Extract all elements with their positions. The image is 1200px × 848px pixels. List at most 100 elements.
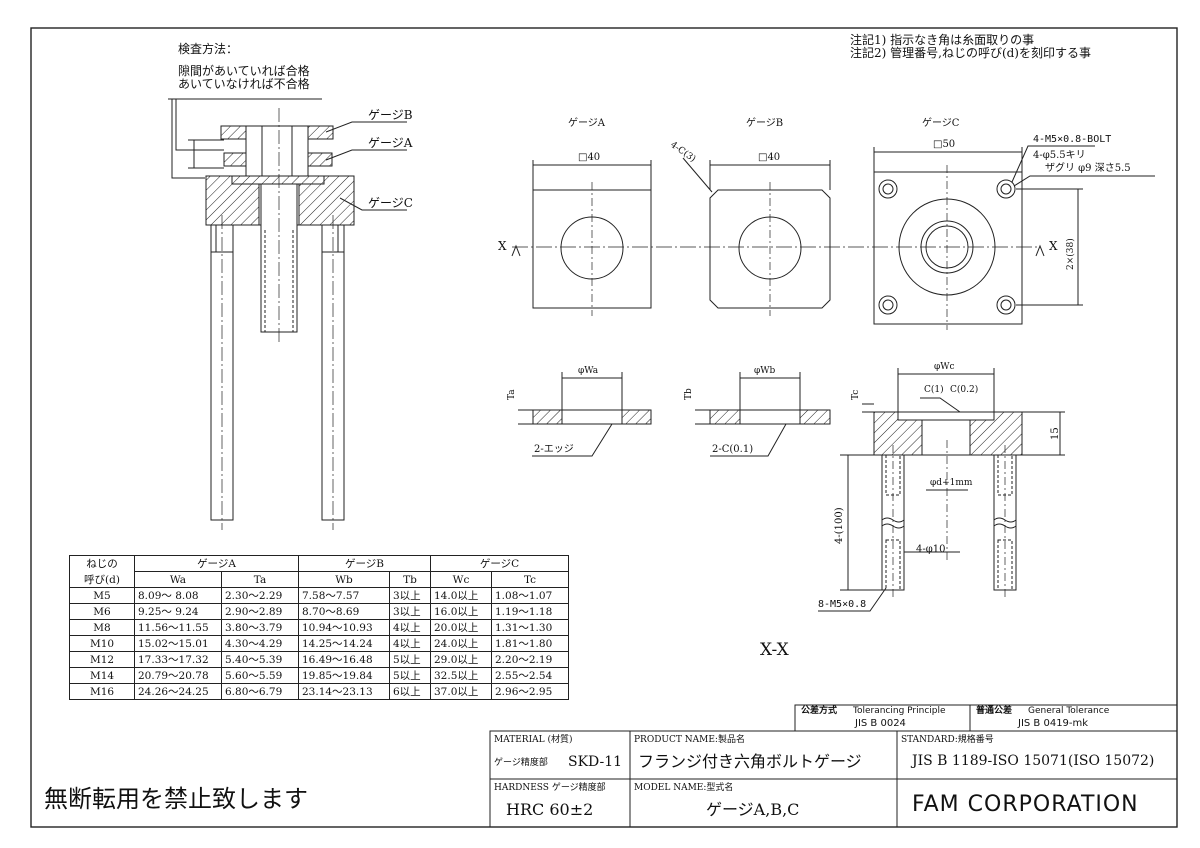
table-cell: 6.80～6.79	[221, 683, 299, 700]
hole-dim: φd+1mm	[930, 478, 973, 488]
label-gauge-a: ゲージA	[368, 136, 413, 150]
gen-tol-value: JIS B 0419-mk	[1018, 718, 1089, 729]
table-cell: 6以上	[389, 683, 431, 700]
pin-length-dim: 4-(100)	[834, 507, 845, 544]
header-thread-2: 呼び(d)	[69, 571, 135, 588]
title-gauge-b: ゲージB	[746, 118, 784, 129]
table-cell: 5以上	[389, 651, 431, 668]
copyright-notice: 無断転用を禁止致します	[44, 785, 308, 813]
table-cell: 5.60～5.59	[221, 667, 299, 684]
chamfer-c02: C(0.2)	[950, 385, 979, 395]
table-cell: 2.30～2.29	[221, 587, 299, 604]
table-cell: 24.26～24.25	[134, 683, 222, 700]
col-wc: Wc	[430, 571, 492, 588]
gen-tol-label: 普通公差	[976, 706, 1013, 716]
size-gauge-c: □50	[933, 139, 956, 150]
table-cell: 32.5以上	[430, 667, 492, 684]
header-thread-1: ねじの	[69, 555, 135, 572]
thread-note: 8-M5×0.8	[818, 599, 867, 610]
table-cell: M6	[69, 603, 135, 620]
material-label: MATERIAL (材質)	[494, 735, 573, 745]
thick-tc: Tc	[851, 389, 861, 400]
inspection-title: 検査方法：	[178, 42, 239, 56]
table-cell: 8.70～8.69	[298, 603, 390, 620]
gen-tol-en: General Tolerance	[1028, 706, 1110, 716]
table-cell: 1.19～1.18	[491, 603, 569, 620]
col-wa: Wa	[134, 571, 222, 588]
spec-table: ねじの ゲージA ゲージB ゲージC 呼び(d) Wa Ta Wb Tb Wc …	[69, 555, 569, 700]
tol-value: JIS B 0024	[855, 718, 906, 729]
counterbore-note: ザグリ φ9 深さ5.5	[1045, 163, 1131, 174]
precision-label: ゲージ精度部	[494, 758, 548, 768]
table-cell: M8	[69, 619, 135, 636]
bolt-note: 4-M5×0.8-BOLT	[1033, 134, 1112, 145]
table-cell: 24.0以上	[430, 635, 492, 652]
chamfer-c1: C(1)	[924, 385, 944, 395]
table-cell: 20.0以上	[430, 619, 492, 636]
table-header-row: ねじの ゲージA ゲージB ゲージC	[69, 555, 569, 572]
table-cell: M16	[69, 683, 135, 700]
table-cell: 4以上	[389, 635, 431, 652]
assembly-view	[168, 98, 407, 530]
table-cell: 5.40～5.39	[221, 651, 299, 668]
table-cell: 7.58～7.57	[298, 587, 390, 604]
title-gauge-a: ゲージA	[568, 118, 606, 129]
table-cell: M12	[69, 651, 135, 668]
table-cell: 8.09～ 8.08	[134, 587, 222, 604]
model-label: MODEL NAME:型式名	[634, 783, 734, 793]
col-wb: Wb	[298, 571, 390, 588]
standard-label: STANDARD:規格番号	[901, 735, 994, 745]
section-mark-right: X	[1049, 239, 1058, 253]
standard-value: JIS B 1189-ISO 15071(ISO 15072)	[912, 753, 1155, 769]
edge-note: 2-エッジ	[534, 444, 574, 455]
tol-label: 公差方式	[801, 706, 838, 716]
table-cell: 2.20～2.19	[491, 651, 569, 668]
table-cell: M10	[69, 635, 135, 652]
hardness-value: HRC 60±2	[506, 800, 594, 819]
table-cell: 3以上	[389, 603, 431, 620]
title-block-frame	[489, 704, 1178, 828]
dia-wa: φWa	[578, 366, 599, 376]
thick-ta: Ta	[507, 389, 517, 400]
pitch-dim: 2×(38)	[1066, 238, 1076, 270]
table-cell: 14.0以上	[430, 587, 492, 604]
header-gauge-a: ゲージA	[134, 555, 299, 572]
col-tc: Tc	[491, 571, 569, 588]
table-subheader-row: 呼び(d) Wa Ta Wb Tb Wc Tc	[69, 571, 569, 588]
table-cell: 3.80～3.79	[221, 619, 299, 636]
table-cell: 2.90～2.89	[221, 603, 299, 620]
section-views	[518, 368, 1065, 612]
table-cell: 1.81～1.80	[491, 635, 569, 652]
table-cell: 4以上	[389, 619, 431, 636]
top-views	[511, 145, 1155, 330]
tol-en: Tolerancing Principle	[853, 706, 946, 716]
thick-tb: Tb	[684, 388, 694, 400]
section-title: X-X	[760, 640, 789, 660]
table-cell: 17.33～17.32	[134, 651, 222, 668]
product-value: フランジ付き六角ボルトゲージ	[638, 752, 862, 771]
table-cell: 3以上	[389, 587, 431, 604]
material-value: SKD-11	[568, 754, 623, 770]
dia-wb: φWb	[754, 366, 776, 376]
section-mark-left: X	[498, 239, 507, 253]
table-cell: M14	[69, 667, 135, 684]
note-1: 注記1) 指示なき角は糸面取りの事	[850, 33, 1035, 47]
label-gauge-c: ゲージC	[368, 196, 413, 210]
chamfer-note: 2-C(0.1)	[712, 444, 754, 455]
table-cell: 16.0以上	[430, 603, 492, 620]
table-cell: 37.0以上	[430, 683, 492, 700]
table-cell: 23.14～23.13	[298, 683, 390, 700]
size-gauge-a: □40	[578, 152, 601, 163]
table-cell: 19.85～19.84	[298, 667, 390, 684]
label-gauge-b: ゲージB	[368, 108, 413, 122]
model-value: ゲージA,B,C	[706, 800, 800, 819]
table-cell: 4.30～4.29	[221, 635, 299, 652]
col-ta: Ta	[221, 571, 299, 588]
hardness-label: HARDNESS ゲージ精度部	[494, 783, 606, 793]
